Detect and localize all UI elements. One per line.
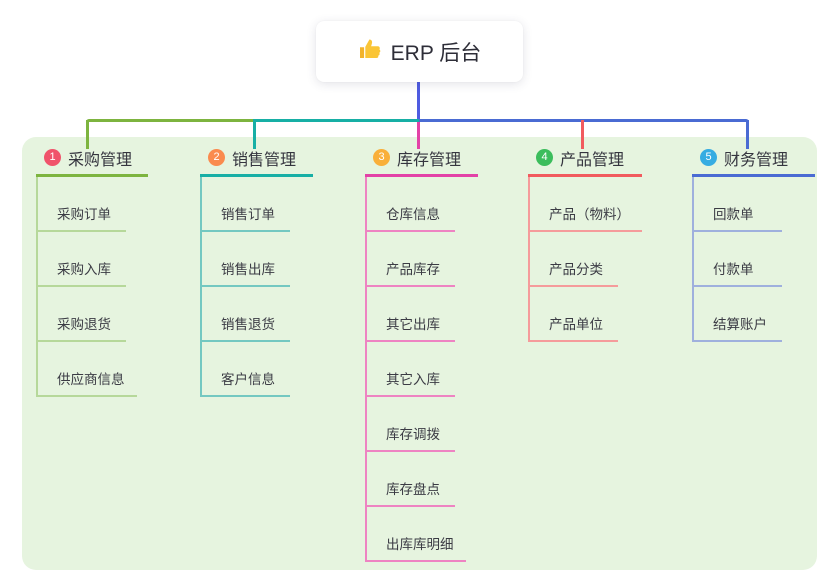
branches-background-panel [22,137,817,570]
child-node[interactable]: 付款单 [694,232,782,287]
child-node[interactable]: 采购订单 [38,177,126,232]
child-node[interactable]: 销售订单 [202,177,290,232]
root-node-label: ERP 后台 [390,41,482,65]
drop-line-inventory [417,122,420,149]
branch-purchase: 1 采购管理 采购订单 采购入库 采购退货 供应商信息 [36,147,148,397]
branch-children-inventory: 仓库信息 产品库存 其它出库 其它入库 库存调拨 库存盘点 出库库明细 [365,177,466,562]
child-node[interactable]: 其它入库 [367,342,455,397]
branch-label: 产品管理 [560,151,625,169]
branch-sales: 2 销售管理 销售订单 销售出库 销售退货 客户信息 [200,147,313,397]
child-node[interactable]: 采购退货 [38,287,126,342]
branch-node-sales[interactable]: 2 销售管理 [200,147,313,177]
branch-badge-1: 1 [44,149,61,166]
child-node[interactable]: 客户信息 [202,342,290,397]
branch-node-inventory[interactable]: 3 库存管理 [365,147,478,177]
branch-label: 库存管理 [397,151,462,169]
child-node[interactable]: 出库库明细 [367,507,466,562]
root-node-erp[interactable]: ERP 后台 [316,21,523,82]
child-node[interactable]: 库存调拨 [367,397,455,452]
branch-label: 采购管理 [68,151,133,169]
branch-children-finance: 回款单 付款单 结算账户 [692,177,782,342]
drop-line-product [581,120,584,149]
child-node[interactable]: 仓库信息 [367,177,455,232]
bus-line-sales [253,119,419,122]
child-node[interactable]: 结算账户 [694,287,782,342]
root-connector-line [417,82,420,120]
child-node[interactable]: 采购入库 [38,232,126,287]
child-node[interactable]: 销售退货 [202,287,290,342]
child-node[interactable]: 产品单位 [530,287,618,342]
child-node[interactable]: 销售出库 [202,232,290,287]
branch-children-product: 产品（物料） 产品分类 产品单位 [528,177,642,342]
branch-node-purchase[interactable]: 1 采购管理 [36,147,148,177]
branch-children-sales: 销售订单 销售出库 销售退货 客户信息 [200,177,290,397]
child-node[interactable]: 产品库存 [367,232,455,287]
branch-badge-4: 4 [536,149,553,166]
branch-label: 销售管理 [232,151,297,169]
child-node[interactable]: 库存盘点 [367,452,455,507]
child-node[interactable]: 回款单 [694,177,782,232]
bus-line-finance [419,119,749,122]
child-node[interactable]: 产品（物料） [530,177,642,232]
bus-line-purchase [86,119,253,122]
branch-inventory: 3 库存管理 仓库信息 产品库存 其它出库 其它入库 库存调拨 库存盘点 出库库… [365,147,478,562]
branch-children-purchase: 采购订单 采购入库 采购退货 供应商信息 [36,177,137,397]
branch-finance: 5 财务管理 回款单 付款单 结算账户 [692,147,815,342]
drop-line-purchase [86,120,89,149]
child-node[interactable]: 其它出库 [367,287,455,342]
drop-line-finance [746,120,749,149]
branch-badge-5: 5 [700,149,717,166]
child-node[interactable]: 供应商信息 [38,342,137,397]
child-node[interactable]: 产品分类 [530,232,618,287]
branch-product: 4 产品管理 产品（物料） 产品分类 产品单位 [528,147,642,342]
thumbs-up-icon [358,37,382,67]
branch-label: 财务管理 [724,151,789,169]
branch-node-finance[interactable]: 5 财务管理 [692,147,815,177]
drop-line-sales [253,120,256,149]
branch-node-product[interactable]: 4 产品管理 [528,147,642,177]
branch-badge-2: 2 [208,149,225,166]
branch-badge-3: 3 [373,149,390,166]
